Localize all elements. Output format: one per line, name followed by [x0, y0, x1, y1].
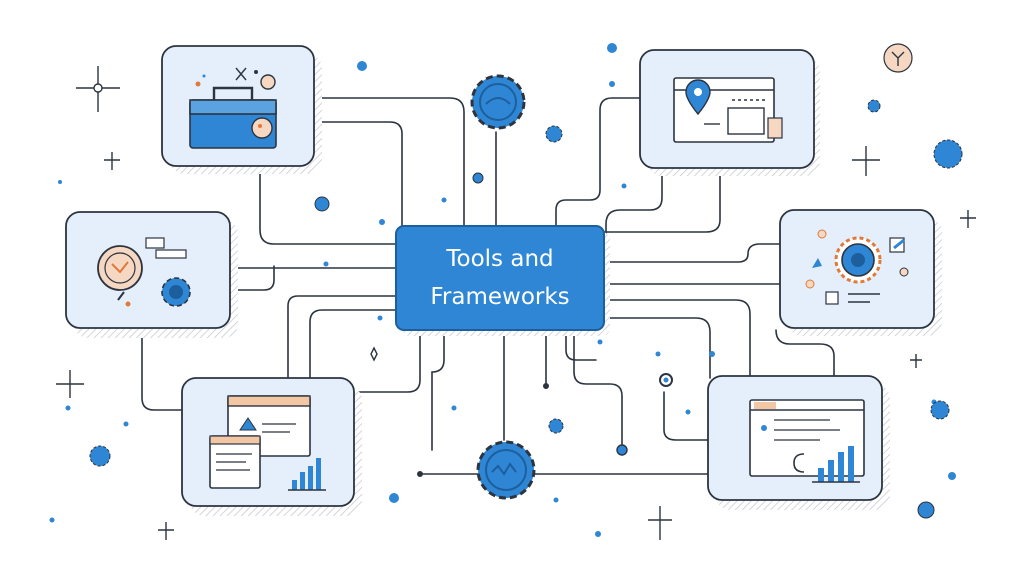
- gear-tools-card: [779, 209, 942, 336]
- center-node: [395, 225, 610, 336]
- charts-docs-card: [181, 377, 362, 516]
- gear-tools-icon: [805, 229, 909, 305]
- charts-documents-icon: [209, 395, 326, 491]
- decorative-splats: [89, 99, 963, 467]
- clock-gear-card: [65, 211, 238, 338]
- decorative-dots: [49, 43, 956, 537]
- decorative-sparkles: [56, 66, 976, 540]
- connector-dots: [417, 383, 549, 477]
- gear-icon: [476, 440, 536, 500]
- clock-gear-icon: [97, 237, 191, 307]
- toolbox-card: [161, 45, 322, 174]
- decorative-badges: [659, 43, 913, 387]
- gear-icon: [470, 74, 526, 130]
- toolbox-icon: [189, 67, 277, 149]
- code-window-card: [707, 375, 890, 510]
- map-pin-dashboard-icon: [673, 77, 783, 143]
- dashboard-card: [639, 49, 820, 176]
- connector-lines: [141, 97, 835, 475]
- code-window-chart-icon: [749, 399, 865, 483]
- endpoint-node: [616, 444, 628, 456]
